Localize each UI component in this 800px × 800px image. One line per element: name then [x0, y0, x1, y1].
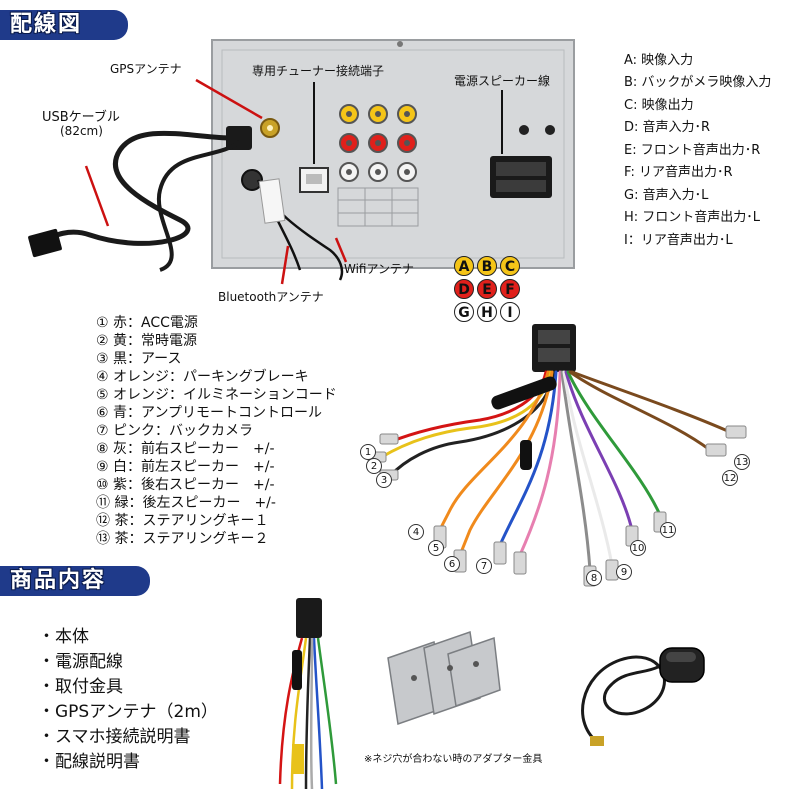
harness-number-tag: 13	[734, 454, 750, 470]
key-circle-e: E	[477, 279, 497, 299]
harness-number-tag: 2	[366, 458, 382, 474]
contents-section-header: 商品内容	[0, 566, 150, 596]
wifi-leader-line	[334, 237, 348, 263]
harness-inline-holder	[520, 440, 532, 470]
power-connector-pins-top	[496, 162, 546, 176]
package-contents-item: ・スマホ接続説明書	[38, 727, 191, 747]
package-contents-item: ・本体	[38, 627, 89, 647]
key-circle-a: A	[454, 256, 474, 276]
gps-leader-line	[195, 78, 263, 120]
package-contents-item: ・GPSアンテナ（2m）	[38, 702, 218, 722]
harness-number-tag: 8	[586, 570, 602, 586]
key-circle-b: B	[477, 256, 497, 276]
usb-length-label: (82cm)	[60, 124, 103, 138]
harness-number-tag: 5	[428, 540, 444, 556]
key-circle-c: C	[500, 256, 520, 276]
wire-list-item: ⑩ 紫：後右スピーカー +/-	[96, 477, 275, 493]
key-circle-f: F	[500, 279, 520, 299]
rca-legend-item: H: フロント音声出力･L	[624, 210, 761, 225]
small-jack-icon	[519, 125, 529, 135]
harness-terminals	[367, 425, 747, 587]
package-contents-item: ・取付金具	[38, 677, 123, 697]
wiring-section-title: 配線図	[10, 12, 83, 37]
round-antenna-port-icon	[241, 169, 263, 191]
key-circle-i: I	[500, 302, 520, 322]
tuner-terminal-label: 専用チューナー接続端子	[252, 64, 385, 78]
harness-number-tag: 11	[660, 522, 676, 538]
rca-legend-item: I：リア音声出力･L	[624, 233, 733, 248]
gps-antenna-photo	[581, 647, 705, 746]
wire-list-item: ② 黄：常時電源	[96, 333, 198, 349]
harness-number-tag: 10	[630, 540, 646, 556]
wire-list-item: ⑥ 青：アンプリモートコントロール	[96, 405, 323, 421]
wire-list-item: ⑫ 茶：ステアリングキー１	[96, 513, 269, 529]
harness-number-tag: 12	[722, 470, 738, 486]
wire-list-item: ⑧ 灰：前右スピーカー +/-	[96, 441, 275, 457]
rca-legend-item: E: フロント音声出力･R	[624, 143, 761, 158]
wiring-section-header: 配線図	[0, 10, 128, 40]
wire-list-item: ⑬ 茶：ステアリングキー２	[96, 531, 269, 547]
harness-number-tag: 3	[376, 472, 392, 488]
key-circle-d: D	[454, 279, 474, 299]
small-jack-icon	[545, 125, 555, 135]
package-contents-item: ・配線説明書	[38, 752, 140, 772]
wire-list-item: ① 赤：ACC電源	[96, 315, 198, 331]
wire-list-item: ⑦ ピンク：バックカメラ	[96, 423, 254, 439]
key-circle-g: G	[454, 302, 474, 322]
rca-legend-item: G: 音声入力･L	[624, 188, 709, 203]
rca-legend-item: B: バックがメラ映像入力	[624, 75, 772, 90]
gps-antenna-label: GPSアンテナ	[110, 62, 182, 76]
rca-legend-item: D: 音声入力･R	[624, 120, 711, 135]
bluetooth-antenna-label: Bluetoothアンテナ	[218, 290, 324, 304]
harness-number-tag: 1	[360, 444, 376, 460]
harness-number-tag: 4	[408, 524, 424, 540]
panel-screw	[397, 41, 403, 47]
back-panel	[211, 39, 575, 269]
contents-section-title: 商品内容	[10, 568, 107, 593]
harness-number-tag: 6	[444, 556, 460, 572]
wire-list-item: ⑪ 緑：後左スピーカー +/-	[96, 495, 276, 511]
bluetooth-leader-line	[280, 245, 290, 285]
rca-legend-item: A: 映像入力	[624, 53, 694, 68]
key-circle-h: H	[477, 302, 497, 322]
power-harness-photo	[278, 598, 338, 790]
harness-wires	[378, 370, 732, 572]
usb-leader-line	[84, 165, 110, 227]
usb-cable-label: USBケーブル	[42, 110, 120, 125]
harness-number-tag: 9	[616, 564, 632, 580]
wifi-antenna-label: Wifiアンテナ	[344, 262, 415, 276]
usb-cable-loop	[156, 140, 242, 272]
back-panel-inner	[221, 49, 565, 259]
usb-plug-icon	[28, 228, 62, 258]
usb-cable	[38, 130, 239, 246]
harness-fuse-holder	[491, 376, 557, 410]
antenna-wire-tag	[258, 178, 286, 224]
wire-list-item: ⑨ 白：前左スピーカー +/-	[96, 459, 275, 475]
package-contents-item: ・電源配線	[38, 652, 123, 672]
gps-port-pin	[267, 125, 273, 131]
power-speaker-label: 電源スピーカー線	[454, 74, 551, 88]
wiring-harness-illustration	[367, 324, 747, 587]
rca-legend-item: C: 映像出力	[624, 98, 694, 113]
bracket-note: ※ネジ穴が合わない時のアダプター金具	[364, 754, 543, 765]
tuner-connector-pins	[306, 174, 322, 184]
wire-list-item: ③ 黒：アース	[96, 351, 182, 367]
wire-list-item: ⑤ オレンジ：イルミネーションコード	[96, 387, 337, 403]
head-unit-back-illustration	[28, 39, 575, 285]
power-connector-pins-bottom	[496, 180, 546, 192]
wire-list-item: ④ オレンジ：パーキングブレーキ	[96, 369, 309, 385]
printed-spec-table	[337, 187, 419, 227]
rca-jack-grid	[339, 104, 417, 182]
rca-legend-item: F: リア音声出力･R	[624, 165, 733, 180]
harness-number-tag: 7	[476, 558, 492, 574]
mounting-bracket-photo	[387, 630, 501, 726]
